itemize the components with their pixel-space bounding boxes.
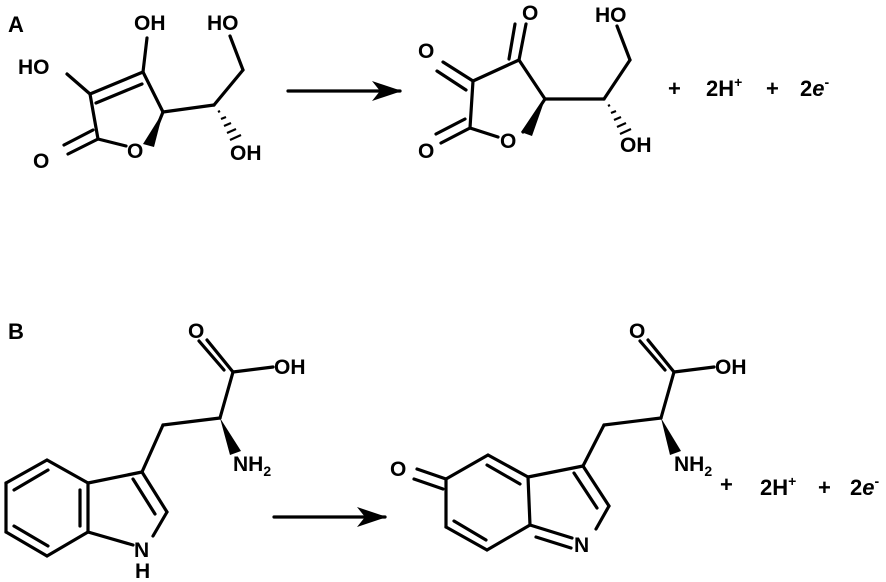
- atom-o-b2: O: [390, 458, 406, 481]
- atom-n-b1: N: [134, 539, 149, 562]
- electrons: 2e-: [850, 473, 880, 500]
- atom-ho-a2: HO: [207, 12, 239, 35]
- atom-oh-a3: OH: [620, 134, 652, 157]
- plus-sign: +: [668, 76, 681, 101]
- plus-sign: +: [720, 472, 733, 497]
- atom-o-a3: O: [522, 2, 538, 25]
- plus-sign: +: [766, 76, 779, 101]
- ascorbic-acid-structure: [62, 34, 245, 156]
- plus-sign: +: [818, 475, 831, 500]
- protons: 2H+: [760, 473, 796, 500]
- atom-o-a6: O: [500, 130, 516, 153]
- panel-label-b: B: [8, 319, 24, 344]
- atom-o-a1: O: [33, 150, 49, 173]
- atom-oh-a2: OH: [230, 142, 262, 165]
- atom-o-a4: O: [418, 40, 434, 63]
- atom-o-a5: O: [418, 140, 434, 163]
- side-products-a: + 2H+ + 2e-: [668, 74, 830, 101]
- tryptophan-structure: [4, 338, 275, 558]
- electrons: 2e-: [800, 74, 830, 101]
- protons: 2H+: [706, 74, 742, 101]
- dehydroascorbic-acid-structure: [434, 22, 632, 145]
- atom-o-b3: O: [629, 320, 645, 343]
- atom-oh-b2: OH: [715, 356, 747, 379]
- atom-o-b1: O: [188, 320, 204, 343]
- atom-ho-a1: HO: [18, 56, 50, 79]
- atom-nh2-b1: NH2: [233, 453, 271, 479]
- atom-ho-a3: HO: [595, 4, 627, 27]
- atom-nh2-b2: NH2: [674, 453, 712, 479]
- atom-o-a2: O: [127, 140, 143, 163]
- oxidized-tryptophan-structure: [412, 338, 716, 552]
- atom-h-b1: H: [135, 560, 150, 582]
- atom-oh-b1: OH: [274, 356, 306, 379]
- side-products-b: + 2H+ + 2e-: [720, 472, 880, 500]
- panel-label-a: A: [8, 12, 24, 37]
- atom-oh-a1: OH: [134, 12, 166, 35]
- atom-n-b2: N: [574, 534, 589, 557]
